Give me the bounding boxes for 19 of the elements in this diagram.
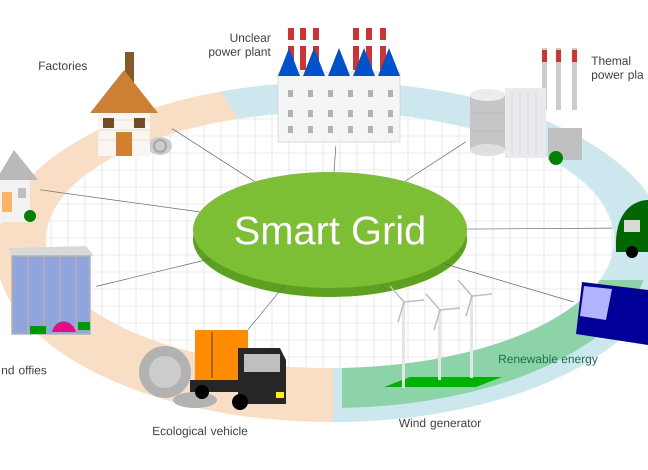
connector-line (442, 262, 574, 302)
node-label: Factories (39, 61, 87, 70)
connector-line (334, 146, 336, 172)
connector-line (404, 141, 466, 182)
node-label: Unclear power plant (209, 33, 271, 58)
node-label: nd offies (2, 366, 46, 374)
node-label: Themal power pla (591, 56, 644, 82)
connector-line (96, 258, 212, 287)
node-label: Wind generator (398, 418, 481, 430)
region-label: Renewable energy (499, 354, 598, 366)
connector-line (380, 284, 387, 290)
node-label: Ecological vehicle (153, 426, 248, 438)
car-drawing (616, 200, 648, 258)
connector-line (40, 189, 200, 212)
house-drawing (0, 150, 38, 222)
connector-line (172, 128, 255, 182)
connector-line (466, 228, 612, 230)
connector-line (248, 284, 286, 330)
solar-panel-drawing (576, 282, 648, 345)
